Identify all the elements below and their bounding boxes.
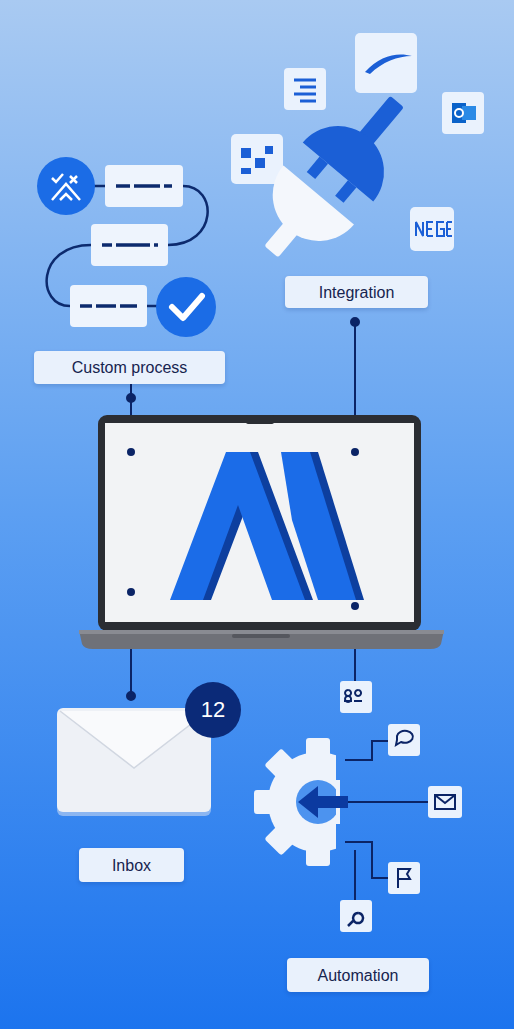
process-illustration [156, 277, 216, 337]
laptop-dots [351, 602, 359, 610]
integration-illustration [264, 220, 300, 258]
label-box: Automation [287, 958, 429, 992]
integration-illustration [307, 157, 328, 179]
laptop [79, 630, 444, 649]
automation-wires [354, 850, 356, 900]
brand-logo [170, 452, 364, 600]
integration-illustration [442, 92, 484, 134]
automation-icons [435, 795, 455, 809]
box-label: Integration [319, 283, 395, 302]
laptop [246, 415, 274, 424]
laptop [105, 423, 414, 622]
gear-icon [306, 846, 330, 866]
automation-wires [345, 801, 428, 803]
integration-illustration [355, 33, 417, 93]
automation-icons [340, 681, 462, 932]
integration-illustration [284, 68, 326, 110]
label-box: Integration [285, 276, 428, 308]
integration-illustration [231, 33, 484, 281]
brand-logo [281, 452, 356, 600]
laptop-dots [127, 588, 135, 596]
gear-icon [264, 748, 295, 779]
leader-lines [351, 318, 359, 326]
envelope-icon [60, 711, 208, 768]
integration-illustration [365, 54, 412, 74]
automation-wires [345, 842, 388, 878]
automation-icons [340, 900, 372, 932]
integration-illustration [294, 80, 316, 101]
integration-illustration [236, 72, 432, 281]
leader-lines [127, 394, 135, 402]
envelope-icon [57, 708, 211, 812]
integration-illustration [455, 109, 463, 117]
box-label: Inbox [112, 856, 151, 875]
laptop-dots [127, 448, 135, 456]
count-number: 12 [201, 698, 225, 722]
gear-icon [254, 738, 336, 866]
automation-icons [396, 731, 413, 745]
badge-circle [185, 682, 241, 738]
box-label: Custom process [72, 358, 188, 377]
process-illustration [52, 174, 80, 200]
integration-illustration [335, 180, 356, 202]
integration-illustration [231, 134, 283, 184]
envelope-icon [60, 711, 208, 768]
process-illustration [80, 186, 172, 306]
integration-illustration [254, 165, 354, 259]
leader-lines [127, 692, 135, 700]
automation-wires [345, 741, 388, 760]
integration-illustration [410, 207, 454, 251]
process-illustration [37, 157, 216, 337]
label-box: Custom process [34, 351, 225, 384]
gear-icon [298, 786, 348, 818]
automation-wires [345, 741, 428, 900]
laptop [98, 415, 421, 631]
gear-icon [254, 790, 274, 814]
process-illustration [37, 157, 95, 215]
laptop [232, 634, 290, 638]
integration-illustration [462, 106, 476, 120]
gear-icon [306, 738, 330, 758]
integration-illustration [241, 146, 273, 174]
envelope-icon [57, 708, 211, 816]
laptop [79, 415, 444, 649]
label-box: Inbox [79, 848, 184, 882]
automation-icons [388, 724, 420, 756]
process-illustration [172, 296, 202, 318]
count-badge: 12 [185, 682, 241, 738]
automation-icons [340, 681, 372, 713]
laptop [79, 630, 444, 634]
integration-illustration [416, 222, 452, 236]
automation-icons [348, 913, 363, 926]
box-label: Automation [318, 966, 399, 985]
gear-icon [254, 738, 368, 866]
automation-icons [344, 690, 362, 702]
laptop-dots [351, 448, 359, 456]
gear-icon [264, 825, 295, 856]
automation-icons [398, 868, 410, 888]
automation-icons [388, 862, 420, 894]
automation-icons [428, 786, 462, 818]
